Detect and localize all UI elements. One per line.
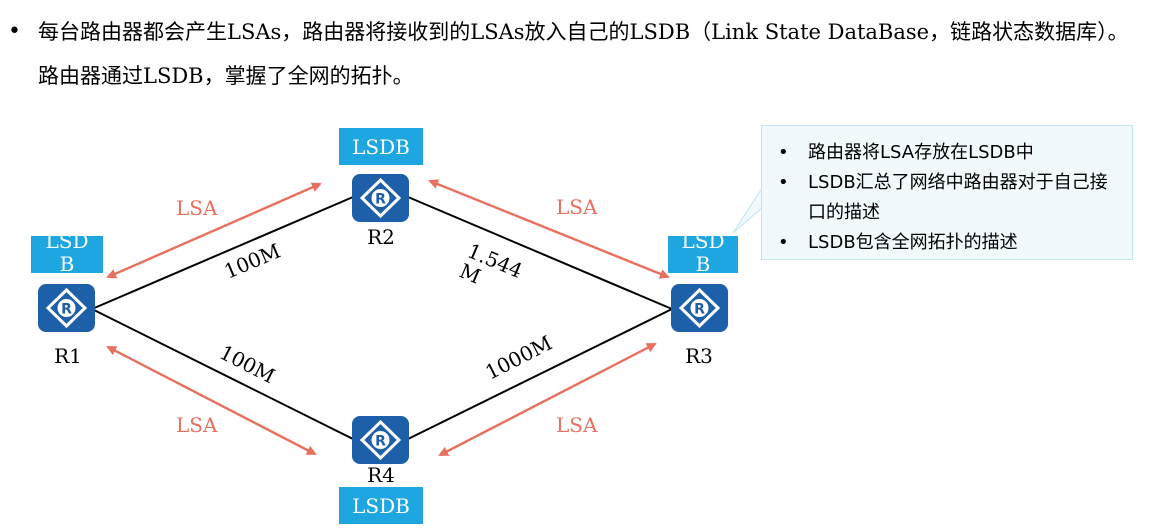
callout-pointer: [732, 186, 763, 234]
callout-bullet: •: [778, 142, 789, 163]
lsdb-label-r3-line1: LSD: [681, 229, 724, 253]
link-r2-r3: [407, 196, 673, 310]
svg-text:R: R: [375, 434, 386, 450]
intro-text: 每台路由器都会产生LSAs，路由器将接收到的LSAs放入自己的LSDB（Link…: [38, 20, 1129, 88]
router-r1: R: [38, 284, 95, 332]
lsdb-box-r4: LSDB: [339, 487, 423, 524]
callout-item-text: 路由器将LSA存放在LSDB中: [808, 142, 1034, 163]
lsdb-box-r1: LSD B: [31, 229, 103, 276]
bandwidth-r1-r2: 100M: [221, 239, 284, 284]
router-label-r1: R1: [54, 344, 82, 368]
callout-bullet: •: [778, 172, 789, 193]
router-r4: R: [352, 416, 409, 464]
callout-item: • 路由器将LSA存放在LSDB中: [778, 138, 1124, 168]
lsdb-box-r3: LSD B: [668, 229, 738, 276]
lsa-arrow-r2-r3: [428, 179, 670, 279]
callout-item-text: LSDB汇总了网络中路由器对于自己接口的描述: [808, 172, 1108, 223]
lsdb-box-r2: LSDB: [339, 128, 423, 165]
link-r1-r4: [91, 308, 354, 440]
svg-text:R: R: [61, 302, 72, 318]
lsdb-label-r3-line2: B: [696, 252, 711, 276]
callout-box: • 路由器将LSA存放在LSDB中 • LSDB汇总了网络中路由器对于自己接口的描述…: [761, 125, 1133, 260]
router-label-r4: R4: [367, 463, 395, 487]
callout-item-text: LSDB包含全网拓扑的描述: [808, 232, 1018, 253]
lsdb-label-r2: LSDB: [352, 135, 410, 159]
lsa-label-r1-r2: LSA: [176, 196, 218, 220]
lsa-label-r2-r3: LSA: [556, 195, 598, 219]
link-r4-r3: [407, 308, 673, 440]
lsa-label-r4-r3: LSA: [556, 413, 598, 437]
router-r2: R: [352, 174, 409, 222]
lsdb-label-r4: LSDB: [352, 494, 410, 518]
intro-bullet: •: [8, 19, 21, 44]
svg-text:R: R: [375, 192, 386, 208]
router-r3: R: [671, 284, 728, 332]
router-label-r2: R2: [367, 225, 395, 249]
callout-item: • LSDB汇总了网络中路由器对于自己接口的描述: [778, 168, 1124, 228]
bandwidth-r4-r3: 1000M: [481, 331, 556, 385]
callout-bullet: •: [778, 232, 789, 253]
router-label-r3: R3: [685, 344, 713, 368]
callout-list: • 路由器将LSA存放在LSDB中 • LSDB汇总了网络中路由器对于自己接口的描述…: [762, 126, 1132, 258]
lsdb-label-r1-line2: B: [60, 252, 75, 276]
lsa-label-r1-r4: LSA: [176, 413, 218, 437]
link-r1-r2: [91, 196, 354, 310]
lsa-arrow-r1-r2: [106, 182, 322, 279]
svg-text:R: R: [694, 302, 705, 318]
bandwidth-r1-r4: 100M: [216, 340, 279, 388]
lsa-arrow-r1-r4: [106, 345, 317, 456]
callout-item: • LSDB包含全网拓扑的描述: [778, 228, 1124, 258]
lsa-arrow-r4-r3: [438, 342, 657, 457]
lsdb-label-r1-line1: LSD: [45, 229, 88, 253]
